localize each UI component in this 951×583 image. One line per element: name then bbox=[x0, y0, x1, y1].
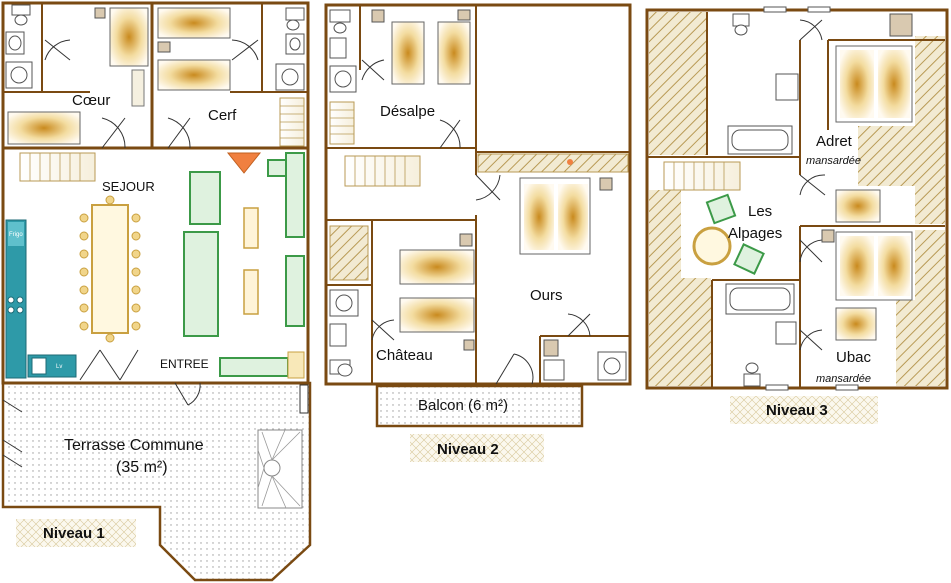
stair bbox=[329, 225, 369, 281]
bed bbox=[157, 59, 231, 91]
bed bbox=[7, 111, 81, 145]
room-label-desalpe: Désalpe bbox=[380, 103, 435, 120]
level-3-label: Niveau 3 bbox=[766, 402, 828, 419]
bed bbox=[157, 7, 231, 39]
armchair bbox=[733, 243, 765, 275]
fireplace bbox=[226, 152, 262, 174]
coffee-table bbox=[243, 207, 259, 315]
balcony bbox=[375, 384, 584, 428]
dishwasher-label: Lv bbox=[56, 364, 62, 370]
stair bbox=[344, 155, 421, 187]
stair bbox=[279, 97, 305, 147]
room-note-ubac: mansardée bbox=[816, 373, 871, 385]
round-table bbox=[692, 226, 732, 266]
terrace-area bbox=[1, 381, 312, 582]
bed bbox=[109, 7, 149, 67]
terrace-label-line1: Terrasse Commune bbox=[64, 437, 204, 454]
terrace-door bbox=[2, 399, 23, 468]
stair bbox=[19, 152, 96, 182]
room-label-sejour: SEJOUR bbox=[102, 179, 155, 194]
level-1-label: Niveau 1 bbox=[43, 525, 105, 542]
stair bbox=[663, 161, 741, 191]
level-1-outline bbox=[1, 1, 310, 385]
dining-table bbox=[79, 195, 141, 343]
room-label-chateau: Château bbox=[376, 347, 433, 364]
room-label-coeur: Cœur bbox=[72, 92, 110, 109]
room-label-cerf: Cerf bbox=[208, 107, 237, 124]
spiral-staircase bbox=[257, 429, 303, 509]
armchair bbox=[705, 193, 737, 225]
level-2: Désalpe Ours Châte bbox=[324, 3, 632, 462]
room-label-ubac: Ubac bbox=[836, 349, 872, 366]
entrance-label: ENTREE bbox=[160, 357, 209, 371]
room-label-alpages-1: Les bbox=[748, 203, 772, 220]
level-1: Cœur Cerf SEJOUR bbox=[1, 1, 312, 582]
stair bbox=[329, 101, 355, 145]
kitchen-counter: Frigo Lv bbox=[5, 219, 77, 379]
fridge-label: Frigo bbox=[9, 232, 23, 238]
room-label-alpages-2: Alpages bbox=[728, 225, 782, 242]
room-label-ours: Ours bbox=[530, 287, 563, 304]
level-3: Adret mansardée Les Alpages Ubac mansard… bbox=[645, 6, 949, 424]
room-note-adret: mansardée bbox=[806, 155, 861, 167]
level-2-label: Niveau 2 bbox=[437, 441, 499, 458]
room-label-adret: Adret bbox=[816, 133, 853, 150]
terrace-label-line2: (35 m²) bbox=[116, 459, 168, 476]
sofa bbox=[183, 152, 305, 377]
balcony-label: Balcon (6 m²) bbox=[418, 397, 508, 414]
